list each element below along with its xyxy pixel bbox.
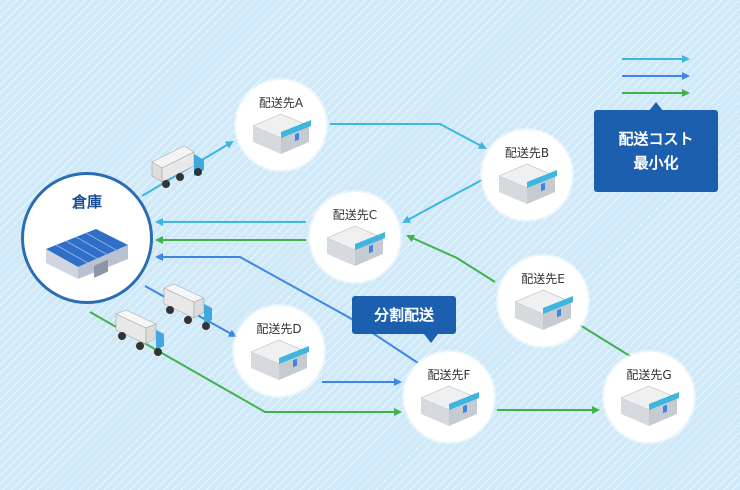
cost-minimize-box: 配送コスト 最小化 (594, 102, 718, 192)
warehouse-node: 倉庫 (21, 172, 153, 304)
route-green-g-to-e (573, 320, 631, 357)
node-label-c: 配送先C (332, 208, 378, 222)
truck-icon (163, 283, 212, 330)
building-icon (420, 385, 479, 426)
building-icon (514, 289, 573, 330)
node-label-b: 配送先B (504, 146, 550, 160)
route-cyan-b-to-c (402, 179, 483, 223)
node-label-e: 配送先E (521, 272, 565, 286)
route-blue-f-to-warehouse (155, 253, 419, 364)
route-cyan-a-to-b (330, 123, 487, 149)
building-icon (498, 163, 557, 204)
delivery-node-c: 配送先C (310, 192, 400, 282)
warehouse-label: 倉庫 (71, 193, 102, 211)
delivery-node-d: 配送先D (234, 306, 324, 396)
building-icon (252, 113, 311, 154)
building-icon (620, 385, 679, 426)
delivery-node-b: 配送先B (482, 130, 572, 220)
cost-minimize-line2: 最小化 (633, 154, 679, 172)
node-label-d: 配送先D (256, 322, 302, 336)
building-icon (250, 339, 309, 380)
truck-icon (115, 309, 164, 356)
route-green-warehouse-to-f (89, 311, 402, 416)
node-label-g: 配送先G (626, 368, 672, 382)
delivery-node-g: 配送先G (604, 352, 694, 442)
building-icon (326, 225, 385, 266)
cost-minimize-line1: 配送コスト (618, 130, 694, 148)
route-green-e-to-c (406, 234, 496, 283)
warehouse-icon (46, 229, 128, 279)
delivery-node-f: 配送先F (404, 352, 494, 442)
delivery-node-a: 配送先A (236, 80, 326, 170)
split-delivery-callout: 分割配送 (352, 296, 456, 343)
delivery-node-e: 配送先E (498, 256, 588, 346)
node-label-f: 配送先F (427, 368, 471, 382)
truck-icon (151, 145, 204, 188)
node-label-a: 配送先A (258, 96, 304, 110)
